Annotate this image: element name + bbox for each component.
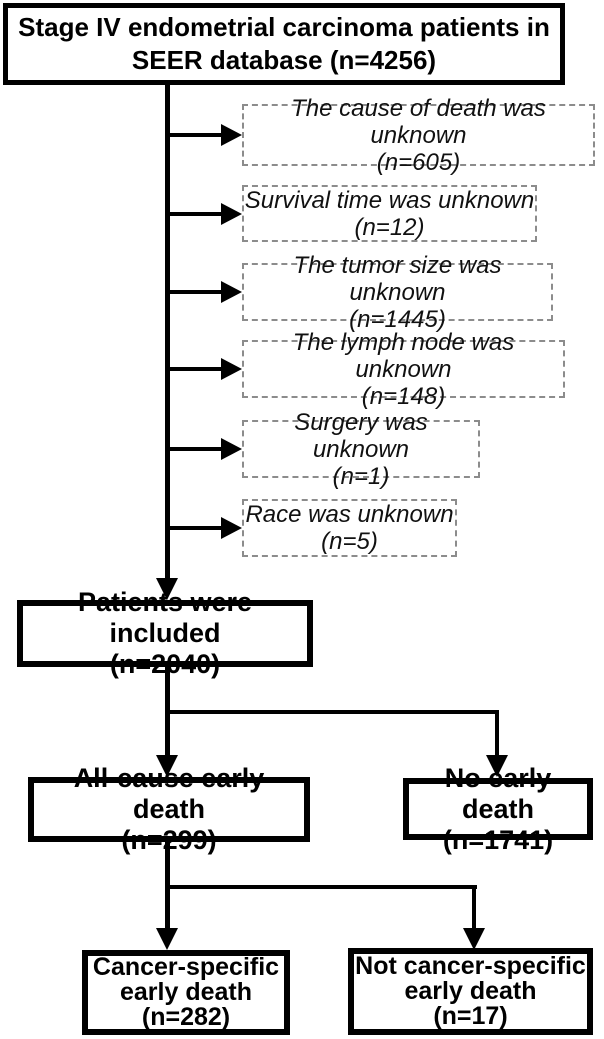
exclusion-count: (n=1) <box>332 462 390 490</box>
exclusion-label: Surgery was unknown <box>294 408 428 463</box>
exclusion-label: Race was unknown <box>245 501 454 528</box>
cancer-specific-line3: (n=282) <box>141 1003 231 1031</box>
arrow-right-icon <box>221 203 242 225</box>
included-line1: Patients were included <box>77 587 253 648</box>
no-early-line1: No early death <box>444 762 552 824</box>
exclusion-connector-line <box>168 526 224 530</box>
arrow-right-icon <box>221 438 242 460</box>
title-line1: Stage IV endometrial carcinoma patients … <box>18 12 550 42</box>
title-line2: SEER database (n=4256) <box>131 45 437 75</box>
no-early-death-box: No early death (n=1741) <box>403 763 593 855</box>
exclusion-connector-line <box>168 133 224 137</box>
title-box: Stage IV endometrial carcinoma patients … <box>3 3 565 85</box>
all-cause-line1: All-cause early death <box>73 763 265 824</box>
branch2-left-line <box>165 885 170 929</box>
exclusion-box-lymph-node: The lymph node was unknown (n=148) <box>242 329 565 410</box>
exclusion-label: The cause of death was unknown <box>291 94 546 149</box>
exclusion-label: The lymph node was unknown <box>292 328 515 383</box>
branch1-crossbar-line <box>165 710 499 714</box>
branch2-stem-line <box>165 842 170 889</box>
exclusion-count: (n=148) <box>361 382 446 410</box>
branch1-left-line <box>165 710 170 756</box>
exclusion-box-cause-of-death: The cause of death was unknown (n=605) <box>242 95 595 176</box>
cancer-specific-line2: early death <box>119 978 252 1006</box>
arrow-right-icon <box>221 358 242 380</box>
arrow-down-icon <box>486 755 508 777</box>
exclusion-count: (n=1445) <box>349 305 446 333</box>
branch1-stem-line <box>165 667 170 713</box>
arrow-right-icon <box>221 124 242 146</box>
cancer-specific-early-death-box: Cancer-specific early death (n=282) <box>82 950 290 1035</box>
not-cancer-specific-line1: Not cancer-specific <box>355 952 586 980</box>
exclusion-connector-line <box>168 290 224 294</box>
exclusion-box-surgery: Surgery was unknown (n=1) <box>242 409 480 490</box>
branch2-right-line <box>472 885 476 929</box>
exclusion-box-tumor-size: The tumor size was unknown (n=1445) <box>242 252 553 333</box>
arrow-down-icon <box>156 928 178 950</box>
not-cancer-specific-line3: (n=17) <box>433 1002 508 1030</box>
exclusion-label: The tumor size was unknown <box>293 251 502 306</box>
exclusion-count: (n=12) <box>354 213 425 241</box>
spine-connector-line <box>165 85 170 580</box>
arrow-down-icon <box>156 578 178 600</box>
exclusion-connector-line <box>168 212 224 216</box>
exclusion-box-survival-time: Survival time was unknown (n=12) <box>242 185 537 242</box>
no-early-line2: (n=1741) <box>442 824 554 855</box>
branch1-right-line <box>495 710 499 756</box>
arrow-right-icon <box>221 281 242 303</box>
exclusion-connector-line <box>168 447 224 451</box>
exclusion-connector-line <box>168 367 224 371</box>
cancer-specific-line1: Cancer-specific <box>92 953 280 981</box>
exclusion-box-race: Race was unknown (n=5) <box>242 499 457 557</box>
not-cancer-specific-line2: early death <box>404 977 537 1005</box>
branch2-crossbar-line <box>165 885 477 889</box>
exclusion-count: (n=5) <box>321 528 378 555</box>
arrow-down-icon <box>463 928 485 950</box>
arrow-down-icon <box>156 755 178 777</box>
included-box: Patients were included (n=2040) <box>17 587 313 679</box>
arrow-right-icon <box>221 517 242 539</box>
all-cause-early-death-box: All-cause early death (n=299) <box>28 763 310 855</box>
not-cancer-specific-early-death-box: Not cancer-specific early death (n=17) <box>348 948 593 1035</box>
exclusion-label: Survival time was unknown <box>244 186 535 214</box>
exclusion-count: (n=605) <box>376 148 461 176</box>
